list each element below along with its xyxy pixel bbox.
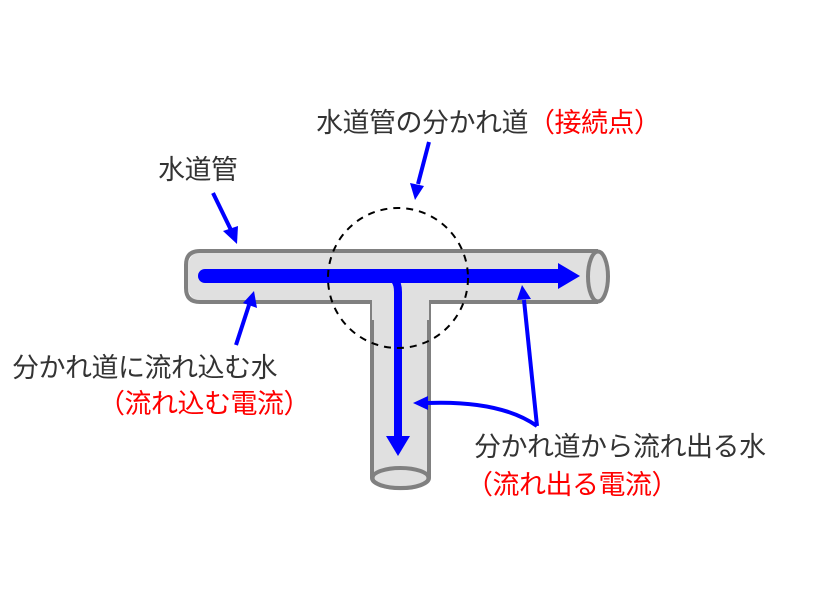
inflow-pointer-line [234, 304, 251, 346]
junction-label-text: 水道管の分かれ道 [316, 108, 529, 139]
outflow-label-highlight: （流れ出る電流） [466, 470, 679, 501]
pipe-label-text: 水道管 [158, 155, 238, 186]
branch-pipe-opening [370, 466, 431, 490]
main-pipe-opening [586, 249, 610, 304]
arrow-down-icon [386, 436, 410, 456]
pointer-arrows [211, 141, 539, 428]
branch-flow-line [380, 272, 402, 438]
water-flow [198, 263, 580, 456]
inflow-label: 分かれ道に流れ込む水 [12, 353, 278, 385]
outflow-pointer-arrowhead-2 [413, 396, 428, 410]
pipe-label: 水道管 [158, 155, 238, 187]
inflow-label-text: 分かれ道に流れ込む水 [12, 353, 278, 384]
inflow-label-highlight-line: （流れ込む電流） [98, 389, 311, 421]
arrow-right-icon [558, 263, 580, 289]
junction-label: 水道管の分かれ道（接続点） [316, 108, 661, 140]
outflow-label: 分かれ道から流れ出る水 [474, 432, 766, 464]
pipe-pointer-line [211, 192, 233, 231]
outflow-label-text: 分かれ道から流れ出る水 [474, 432, 766, 463]
junction-label-highlight: （接続点） [528, 108, 661, 139]
outflow-pointer-arrowhead-1 [517, 285, 531, 300]
junction-pointer-line [416, 141, 431, 185]
junction-circle [327, 207, 469, 349]
outflow-pointer-line-1 [522, 299, 539, 427]
junction-pointer-arrowhead [410, 183, 424, 200]
inflow-label-highlight: （流れ込む電流） [98, 389, 311, 420]
inflow-pointer-arrowhead [243, 291, 257, 308]
outflow-label-highlight-line: （流れ出る電流） [466, 470, 679, 502]
outflow-pointer-line-2 [425, 400, 539, 428]
pipe-pointer-arrowhead [223, 226, 238, 244]
